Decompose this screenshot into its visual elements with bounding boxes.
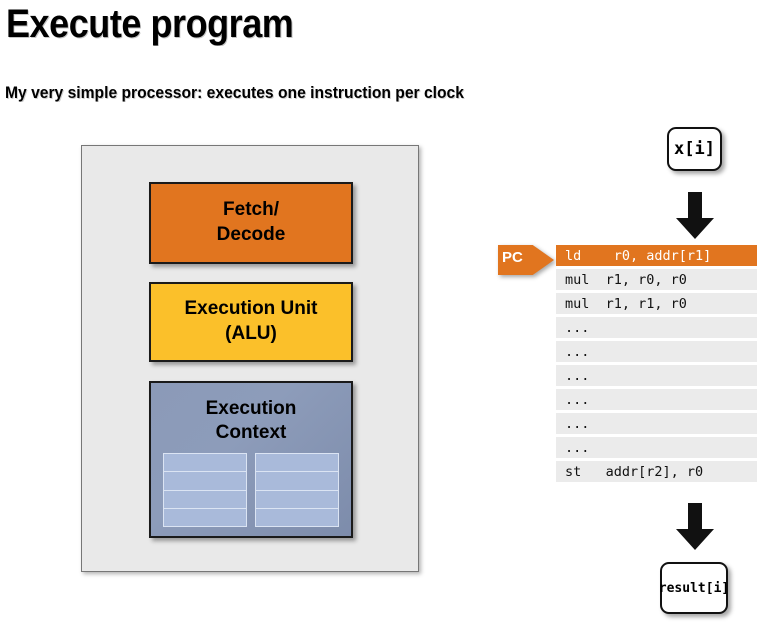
execution-unit-label-line2: (ALU) xyxy=(225,323,277,344)
instruction-row: ... xyxy=(556,437,757,458)
instruction-row: ... xyxy=(556,317,757,338)
arrow-down-icon xyxy=(676,192,714,239)
context-register-cell xyxy=(255,507,339,527)
execution-context-label-line1: Execution xyxy=(205,398,297,419)
instruction-row: ... xyxy=(556,389,757,410)
instruction-row: ... xyxy=(556,365,757,386)
instruction-row: ... xyxy=(556,341,757,362)
context-register-cell xyxy=(163,507,247,527)
instruction-row: mul r1, r0, r0 xyxy=(556,269,757,290)
arrow-down-icon xyxy=(676,503,714,550)
context-register-cell xyxy=(255,471,339,491)
execution-context-block: Execution Context xyxy=(149,381,353,538)
processor-container: Fetch/ Decode Execution Unit (ALU) Execu… xyxy=(81,145,419,572)
context-register-cell xyxy=(255,489,339,509)
context-register-cell xyxy=(163,453,247,473)
execution-context-label-line2: Context xyxy=(215,422,287,444)
context-register-column xyxy=(163,453,247,527)
instruction-row: mul r1, r1, r0 xyxy=(556,293,757,314)
fetch-decode-label-line1: Fetch/ xyxy=(223,199,279,221)
context-register-cell xyxy=(255,453,339,473)
context-register-column xyxy=(255,453,339,527)
fetch-decode-label-line2: Decode xyxy=(216,224,286,245)
output-value-box: result[i] xyxy=(658,562,730,614)
output-value-label: result[i] xyxy=(658,580,730,596)
program-counter-marker: PC xyxy=(498,245,554,275)
fetch-decode-block: Fetch/ Decode xyxy=(149,182,353,264)
execution-unit-block: Execution Unit (ALU) xyxy=(149,282,353,362)
page-subtitle: My very simple processor: executes one i… xyxy=(5,83,464,102)
instruction-row: ld r0, addr[r1] xyxy=(556,245,757,266)
context-register-cell xyxy=(163,489,247,509)
program-counter-label: PC xyxy=(502,249,523,266)
context-register-grid xyxy=(163,453,339,527)
input-value-label: x[i] xyxy=(674,139,715,159)
page-title: Execute program xyxy=(6,2,294,46)
input-value-box: x[i] xyxy=(667,127,722,171)
context-register-cell xyxy=(163,471,247,491)
instruction-row: st addr[r2], r0 xyxy=(556,461,757,482)
instruction-list: ld r0, addr[r1] mul r1, r0, r0 mul r1, r… xyxy=(556,245,757,485)
instruction-row: ... xyxy=(556,413,757,434)
execution-unit-label-line1: Execution Unit xyxy=(184,298,318,320)
